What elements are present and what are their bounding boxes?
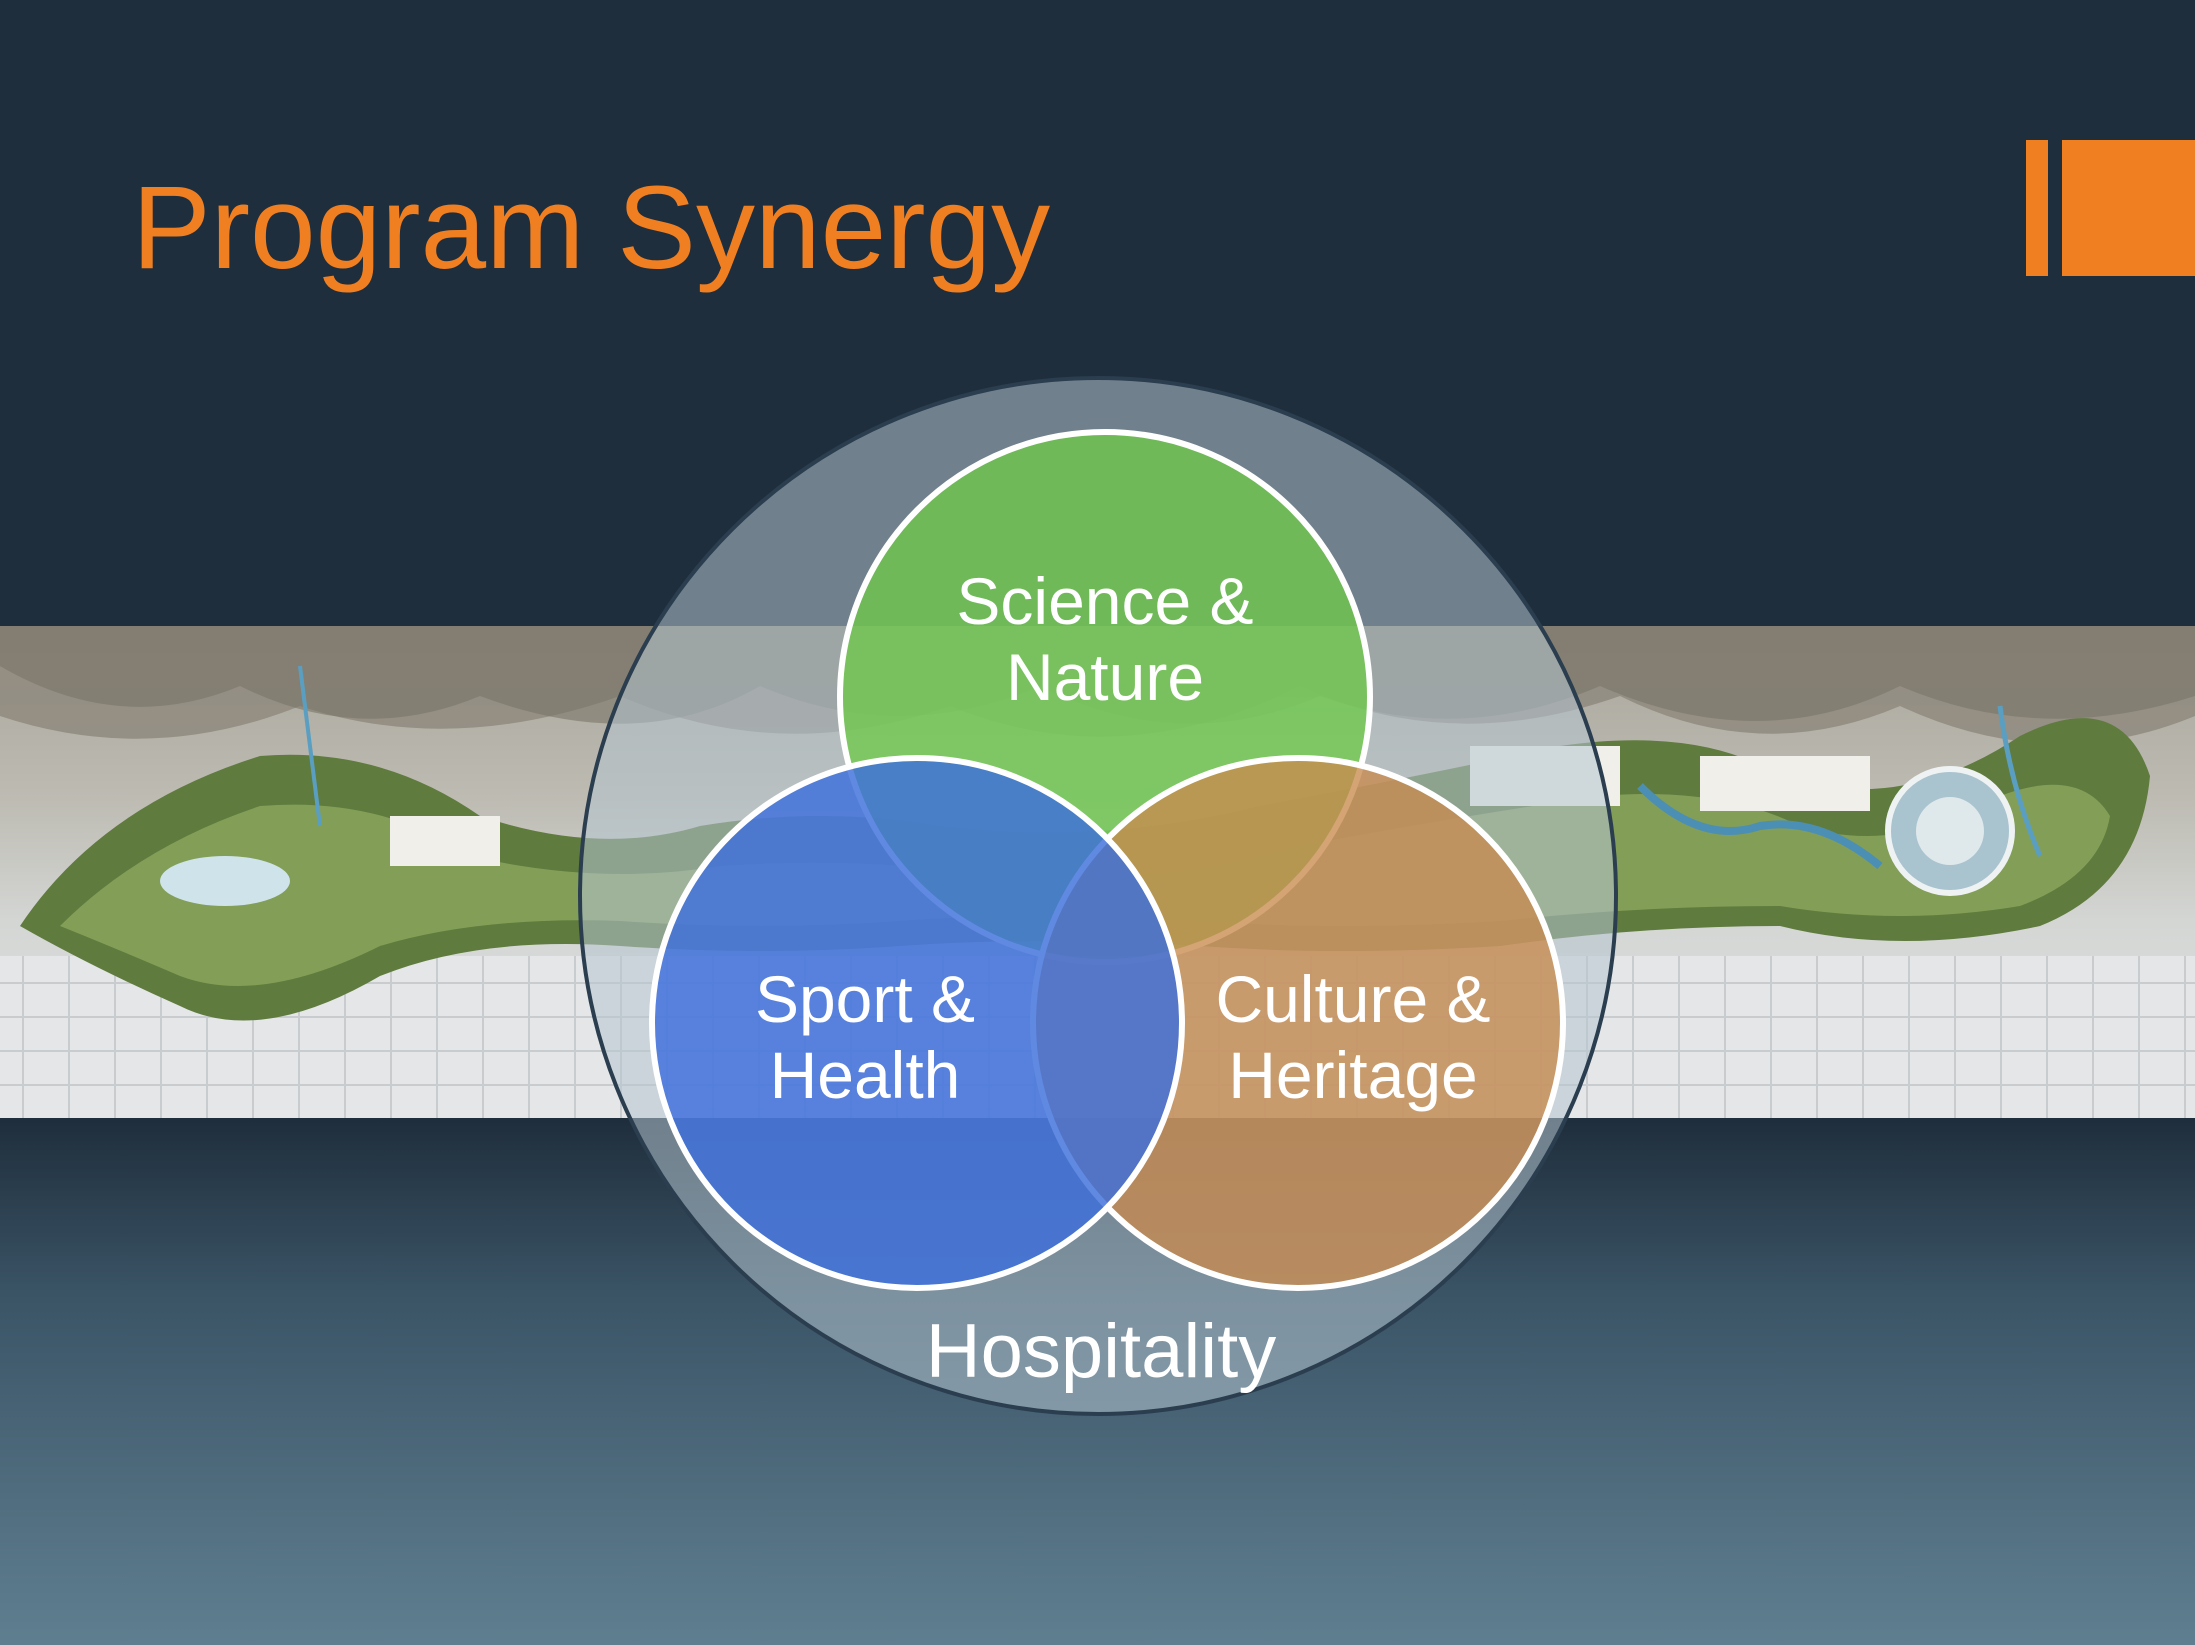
sport-label-line2: Health [769,1037,961,1112]
accent-block [2062,140,2195,276]
science-label-line1: Science & [956,564,1254,638]
culture-heritage-label: Culture & Heritage [1148,962,1558,1114]
science-nature-label: Science & Nature [900,564,1310,716]
hospitality-label: Hospitality [925,1309,1277,1394]
sport-health-circle [649,755,1185,1291]
sport-health-label: Sport & Health [660,962,1070,1114]
science-label-line2: Nature [1005,639,1205,714]
culture-label-line2: Heritage [1228,1037,1478,1112]
slide-title: Program Synergy [132,162,1051,294]
sport-label-line1: Sport & [754,962,976,1036]
accent-bar [2026,140,2048,276]
culture-label-line1: Culture & [1215,962,1491,1036]
